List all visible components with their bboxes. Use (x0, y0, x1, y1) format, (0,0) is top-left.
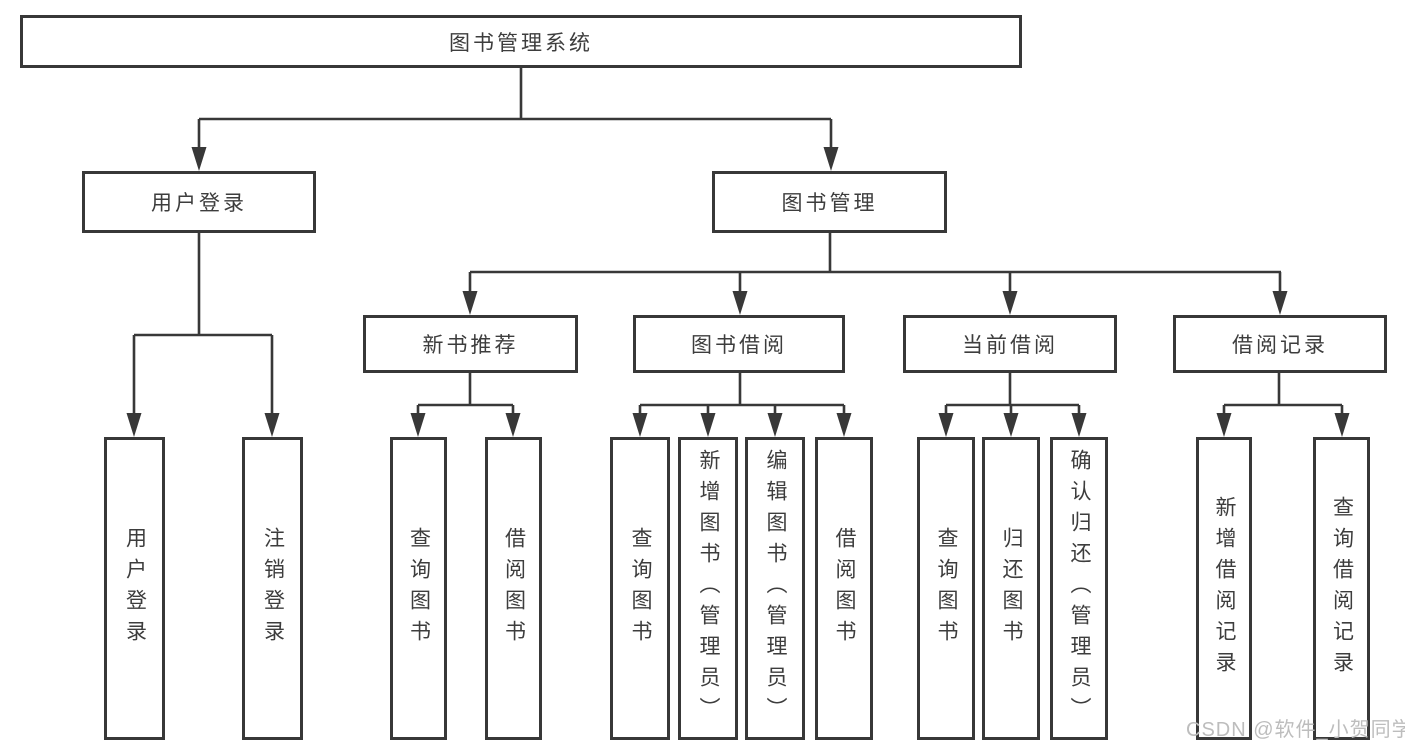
leaf-label: 查询图书 (935, 526, 958, 651)
leaf-label: 确认归还（管理员） (1068, 449, 1091, 728)
leaf-label: 新增借阅记录 (1213, 495, 1236, 682)
leaf-query-borrow-record: 查询借阅记录 (1313, 437, 1370, 740)
node-label: 图书管理 (781, 192, 878, 215)
leaf-label: 查询图书 (629, 526, 652, 651)
leaf-label: 查询借阅记录 (1330, 495, 1354, 682)
leaf-label: 查询图书 (407, 526, 431, 651)
leaf-return-books: 归还图书 (982, 437, 1040, 740)
leaf-label: 借阅图书 (502, 526, 526, 651)
leaf-query-books-borrow: 查询图书 (610, 437, 670, 740)
node-borrow-records: 借阅记录 (1173, 315, 1387, 373)
leaf-label: 编辑图书（管理员） (764, 449, 787, 728)
leaf-query-books-recommend: 查询图书 (390, 437, 447, 740)
leaf-user-login: 用户登录 (104, 437, 165, 740)
leaf-add-books-admin: 新增图书（管理员） (678, 437, 738, 740)
node-label: 图书借阅 (691, 334, 787, 357)
node-label: 新书推荐 (422, 334, 519, 357)
leaf-borrow-books: 借阅图书 (815, 437, 873, 740)
leaf-label: 注销登录 (261, 526, 285, 651)
node-book-management: 图书管理 (712, 171, 947, 233)
node-user-login: 用户登录 (82, 171, 316, 233)
arrowheads (126, 147, 1350, 437)
leaf-label: 借阅图书 (833, 526, 856, 651)
node-new-book-recommendation: 新书推荐 (363, 315, 578, 373)
node-book-borrowing: 图书借阅 (633, 315, 845, 373)
node-label: 借阅记录 (1232, 334, 1328, 357)
node-label: 用户登录 (151, 192, 247, 215)
leaf-label: 用户登录 (123, 526, 147, 651)
leaf-query-books-current: 查询图书 (917, 437, 975, 740)
leaf-label: 新增图书（管理员） (697, 449, 720, 728)
leaf-edit-books-admin: 编辑图书（管理员） (745, 437, 805, 740)
leaf-borrow-books-recommend: 借阅图书 (485, 437, 542, 740)
node-label: 当前借阅 (962, 334, 1058, 357)
node-library-management-system: 图书管理系统 (20, 15, 1022, 68)
node-label: 图书管理系统 (449, 31, 593, 55)
node-current-borrowing: 当前借阅 (903, 315, 1117, 373)
leaf-confirm-return-admin: 确认归还（管理员） (1050, 437, 1108, 740)
leaf-add-borrow-record: 新增借阅记录 (1196, 437, 1252, 740)
watermark-text: CSDN @软件_小贺同学 (1186, 719, 1405, 741)
leaf-logout: 注销登录 (242, 437, 303, 740)
leaf-label: 归还图书 (1000, 526, 1023, 651)
